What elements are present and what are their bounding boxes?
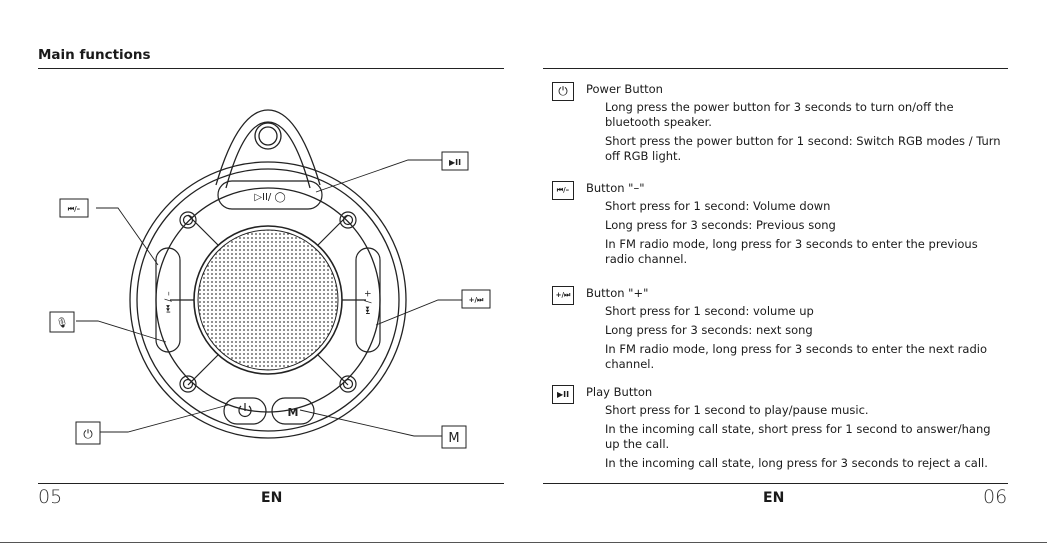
right-pill-glyph: + / ⏭ bbox=[362, 290, 372, 314]
svg-text:+/⏭: +/⏭ bbox=[469, 296, 484, 304]
callout-next: +/⏭ bbox=[461, 289, 491, 309]
callout-prev: ⏮/– bbox=[59, 198, 89, 218]
title-rule bbox=[38, 68, 504, 69]
left-language-label: EN bbox=[261, 490, 283, 506]
function-name: Play Button bbox=[586, 385, 653, 399]
function-minus: ⏮/– Button "–" Short press for 1 second:… bbox=[552, 181, 1012, 281]
bottom-power-button bbox=[223, 397, 267, 425]
speaker-outer-ring bbox=[129, 161, 407, 439]
right-top-rule bbox=[543, 68, 1008, 69]
svg-text:⏻: ⏻ bbox=[83, 427, 93, 441]
callout-mic: 🎙 bbox=[49, 311, 75, 333]
function-desc: Long press the power button for 3 second… bbox=[605, 100, 1001, 163]
right-page-number: 06 bbox=[983, 486, 1008, 508]
left-pill-button bbox=[155, 247, 181, 353]
function-name: Power Button bbox=[586, 82, 663, 96]
screw-top-left bbox=[179, 211, 197, 229]
bottom-mode-glyph: M bbox=[288, 406, 299, 419]
hook-hole bbox=[254, 122, 282, 150]
right-language-label: EN bbox=[763, 490, 785, 506]
bottom-power-glyph bbox=[238, 403, 252, 417]
function-plus: +/⏭ Button "+" Short press for 1 second:… bbox=[552, 286, 1012, 386]
screw-top-right bbox=[339, 211, 357, 229]
power-icon: ⏻ bbox=[552, 82, 574, 101]
svg-text:⏮/–: ⏮/– bbox=[68, 205, 81, 213]
previous-icon: ⏮/– bbox=[552, 181, 574, 200]
left-pill-glyph: ⏮ / – bbox=[164, 291, 174, 313]
play-pause-icon: ▶II bbox=[552, 385, 574, 404]
function-play: ▶II Play Button Short press for 1 second… bbox=[552, 385, 1012, 485]
callout-mode: M bbox=[441, 425, 467, 449]
callout-power: ⏻ bbox=[75, 421, 101, 445]
speaker-grille bbox=[197, 229, 339, 371]
right-pill-button bbox=[355, 247, 381, 353]
top-pill-button bbox=[217, 180, 323, 210]
svg-text:M: M bbox=[448, 431, 459, 446]
svg-text:🎙: 🎙 bbox=[56, 317, 69, 329]
page-title: Main functions bbox=[38, 47, 151, 63]
bottom-mode-button bbox=[271, 397, 315, 425]
next-icon: +/⏭ bbox=[552, 286, 574, 305]
function-power: ⏻ Power Button Long press the power butt… bbox=[552, 82, 1012, 182]
screw-bottom-left bbox=[179, 375, 197, 393]
function-desc: Short press for 1 second to play/pause m… bbox=[605, 403, 991, 470]
screw-bottom-right bbox=[339, 375, 357, 393]
function-desc: Short press for 1 second: Volume down Lo… bbox=[605, 199, 978, 266]
right-footer-rule bbox=[543, 483, 1008, 484]
function-name: Button "+" bbox=[586, 286, 649, 300]
top-pill-glyph: ▷II/ ◯ bbox=[254, 192, 285, 203]
svg-text:▶II: ▶II bbox=[449, 158, 461, 167]
callout-play: ▶II bbox=[441, 151, 469, 171]
left-footer-rule bbox=[38, 483, 504, 484]
speaker-diagram: ▷II/ ◯ ⏮ / – + / ⏭ M ⏮/– 🎙 ⏻ ▶II +/⏭ M bbox=[49, 109, 491, 449]
hook-outline bbox=[215, 109, 321, 186]
function-name: Button "–" bbox=[586, 181, 645, 195]
left-page-number: 05 bbox=[38, 486, 63, 508]
function-desc: Short press for 1 second: volume up Long… bbox=[605, 304, 987, 371]
